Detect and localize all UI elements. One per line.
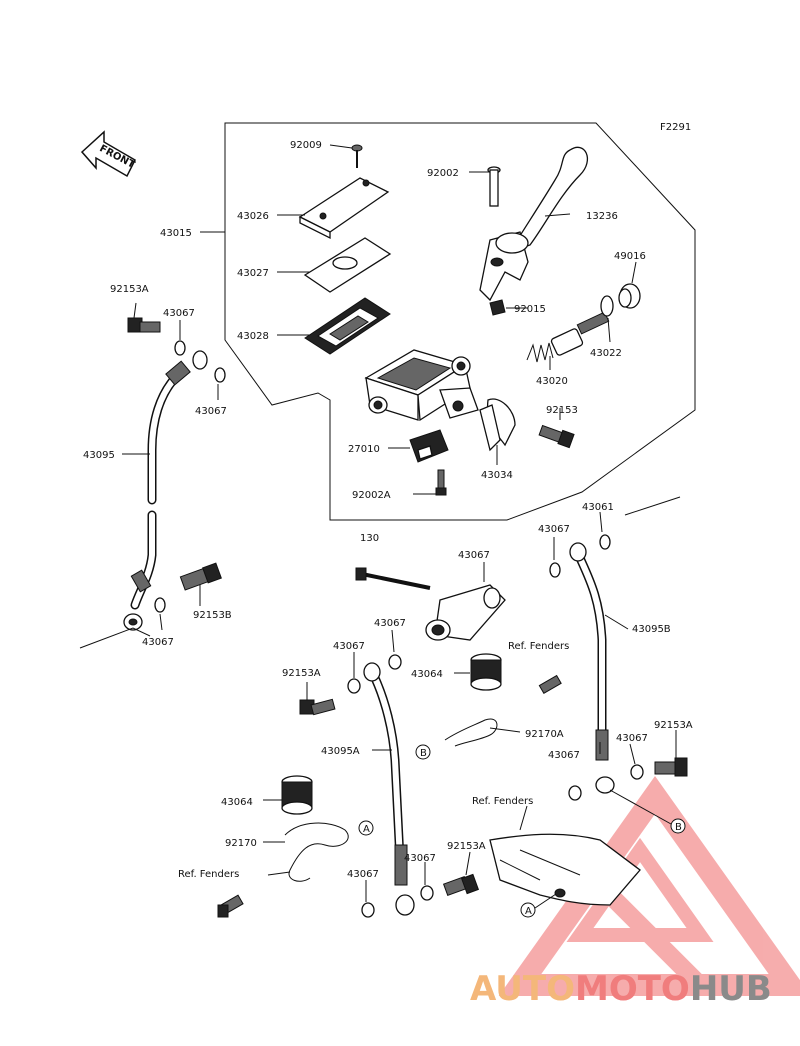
part-label: 43067 [347,869,379,880]
washer [154,597,166,613]
part-label: 43067 [548,750,580,761]
clamp-92170A [444,718,498,747]
part-label: 92009 [290,140,322,151]
clamp-bolt [538,424,575,449]
bolt-92153A-bottom [442,873,480,897]
part-label: 43067 [374,618,406,629]
washer [174,340,186,356]
part-label: 43067 [142,637,174,648]
watermark-text: AUTOMOTOHUB [470,969,772,1009]
part-label: 43067 [163,308,195,319]
watermark-auto: AUTO [470,969,575,1009]
piston-spring [526,311,610,363]
pivot-bolt-92002 [487,166,501,207]
part-label: 43022 [590,348,622,359]
assembly-frame [224,122,696,521]
washer [630,764,644,780]
bolt-ref-fenders-upper [538,674,562,695]
master-cylinder-body [364,349,479,422]
washer [388,654,402,670]
hose-43095A [363,662,415,916]
reservoir-cap [298,177,390,240]
part-label: 43061 [582,502,614,513]
boot-43022 [600,295,614,317]
part-label: 92153A [282,668,321,679]
watermark-moto: MOTO [575,969,690,1009]
washer [214,367,226,383]
bolt-92153A-top [127,317,161,333]
washer [568,785,582,801]
washer [599,534,611,550]
part-label: 92153A [654,720,693,731]
part-label: 43034 [481,470,513,481]
part-label: 49016 [614,251,646,262]
bolt-92153A-mid [299,698,336,716]
part-label: Ref. Fenders [472,796,533,807]
part-label: 13236 [586,211,618,222]
part-label: 92153A [110,284,149,295]
part-label: 92002 [427,168,459,179]
part-label: 43026 [237,211,269,222]
washer [420,885,434,901]
part-label: 43067 [538,524,570,535]
part-label: 92002A [352,490,391,501]
part-label: 43095 [83,450,115,461]
bolt-ref-fenders-lower [217,894,244,918]
clamp [479,398,516,452]
callout-letter: B [420,748,427,759]
part-label: 92015 [514,304,546,315]
part-label: 43064 [411,669,443,680]
part-label: 43064 [221,797,253,808]
part-label: 43067 [195,406,227,417]
part-label: 92170 [225,838,257,849]
clamp-92170 [284,822,349,882]
part-label: 43020 [536,376,568,387]
part-label: 92153 [546,405,578,416]
nut-92015 [489,299,506,316]
brake-switch [409,429,449,496]
part-label: 43067 [404,853,436,864]
part-label: 92170A [525,729,564,740]
part-label: 43027 [237,268,269,279]
leader-lines [122,144,677,902]
part-label: 43015 [160,228,192,239]
part-label: 92153A [447,841,486,852]
figure-code: F2291 [660,122,691,133]
boot-49016 [618,283,641,309]
diaphragm [304,297,391,355]
bolt-92153A-right [654,757,688,777]
hose-43095 [123,350,208,631]
hose-joint [355,567,506,641]
grommet-lower [281,775,313,815]
washer [549,562,561,578]
watermark-hub: HUB [690,969,772,1009]
grommet-upper [470,653,502,691]
screw-92009 [351,144,363,168]
part-label: 43095A [321,746,360,757]
callout-letter: A [525,906,532,917]
brake-lever [479,146,589,302]
front-arrow: FRONT [80,130,137,178]
part-label: 43028 [237,331,269,342]
part-label: 43067 [458,550,490,561]
ref-label: 130 [360,533,379,544]
part-label: Ref. Fenders [508,641,569,652]
bolt-92153B [179,562,222,591]
callout-letter: A [363,824,370,835]
part-label: Ref. Fenders [178,869,239,880]
part-label: 92153B [193,610,232,621]
hose-43095B [569,542,615,794]
part-label: 43067 [333,641,365,652]
part-label: 43095B [632,624,671,635]
part-label: 27010 [348,444,380,455]
callout-letter: B [675,822,682,833]
part-label: 43067 [616,733,648,744]
diaphragm-plate [303,237,392,293]
washer [347,678,361,694]
washer [361,902,375,918]
callout-circles [358,744,686,918]
